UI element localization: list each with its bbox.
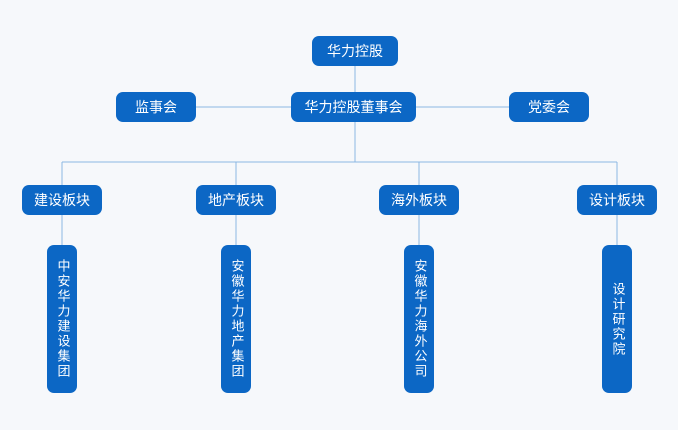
company-construction-label: 中安华力建设集团: [54, 259, 70, 379]
company-realestate-node: 安徽华力地产集团: [221, 245, 251, 393]
segment-construction-node: 建设板块: [22, 185, 102, 215]
segment-design-node: 设计板块: [577, 185, 657, 215]
company-overseas-label: 安徽华力海外公司: [411, 259, 427, 379]
segment-overseas-node: 海外板块: [379, 185, 459, 215]
company-design-node: 设计研究院: [602, 245, 632, 393]
party-committee-node: 党委会: [509, 92, 589, 122]
company-overseas-node: 安徽华力海外公司: [404, 245, 434, 393]
company-design-label: 设计研究院: [609, 281, 625, 357]
company-construction-node: 中安华力建设集团: [47, 245, 77, 393]
segment-realestate-node: 地产板块: [196, 185, 276, 215]
company-realestate-label: 安徽华力地产集团: [228, 259, 244, 379]
root-node: 华力控股: [312, 36, 398, 66]
supervisory-board-node: 监事会: [116, 92, 196, 122]
board-of-directors-node: 华力控股董事会: [291, 92, 416, 122]
